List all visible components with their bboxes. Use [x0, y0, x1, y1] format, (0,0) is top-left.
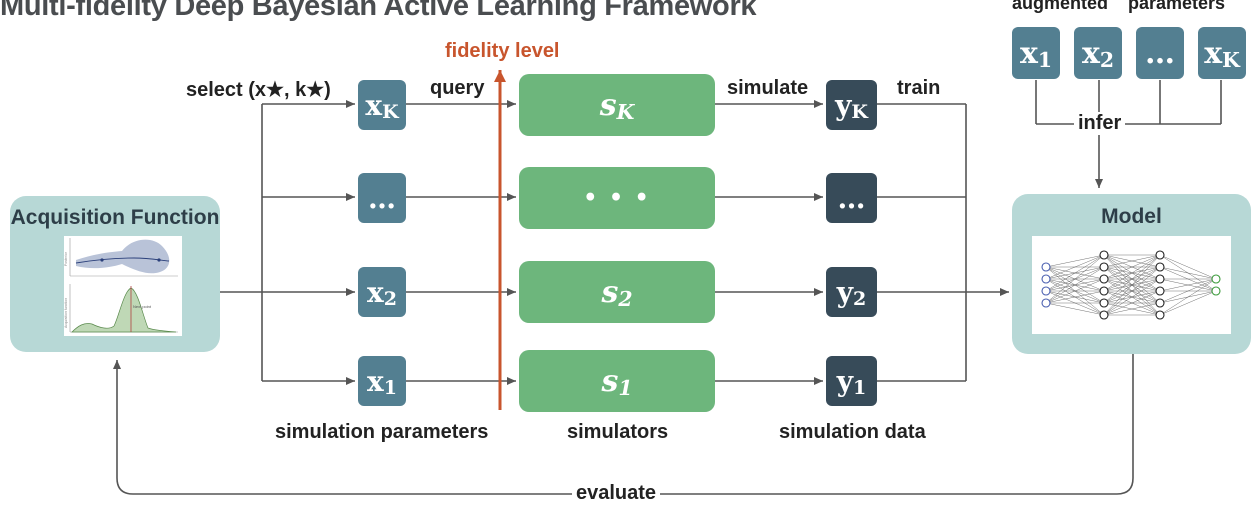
model-panel: Model: [1012, 194, 1251, 354]
network-node: [1099, 250, 1109, 260]
network-node: [1099, 298, 1109, 308]
simulator-box-2-base: s: [601, 274, 619, 310]
train-label: train: [897, 77, 941, 99]
network-node: [1041, 274, 1051, 284]
network-node: [1155, 298, 1165, 308]
next-point-label: Next point: [133, 304, 152, 309]
augmented-param-box-ellipsis: …: [1136, 27, 1184, 79]
data-box-1-sub: 1: [853, 376, 867, 399]
param-box-k-base: x: [365, 88, 383, 122]
augmented-param-box-k-base: x: [1204, 35, 1223, 71]
augmented-param-box-k-sub: K: [1222, 48, 1240, 73]
network-node: [1155, 310, 1165, 320]
infer-label: infer: [1074, 112, 1126, 135]
neural-network-diagram: [1032, 236, 1231, 334]
augmented-param-box-1-sub: 1: [1037, 48, 1053, 73]
network-node: [1155, 274, 1165, 284]
data-box-k-base: y: [835, 88, 852, 122]
augmented-param-box-1-base: x: [1019, 35, 1038, 71]
param-box-1-sub: 1: [383, 376, 397, 399]
augmented-label: augmented: [1012, 0, 1109, 13]
data-box-2-sub: 2: [853, 287, 867, 310]
observation-point: [157, 258, 161, 262]
evaluate-label: evaluate: [572, 482, 661, 505]
data-box-2-base: y: [836, 275, 854, 309]
network-node: [1155, 262, 1165, 272]
parameters-label: parameters: [1128, 0, 1226, 13]
network-node: [1099, 286, 1109, 296]
simulate-label: simulate: [727, 77, 809, 99]
augmented-param-box-ellipsis-base: …: [1145, 35, 1175, 71]
acquisition-axis-label: Acquisition function: [64, 298, 68, 328]
data-box-ellipsis: …: [826, 173, 877, 223]
acquisition-function-title: Acquisition Function: [10, 206, 220, 229]
diagram-title: Multi-fidelity Deep Bayesian Active Lear…: [0, 0, 757, 22]
posterior-axis-label: Posterior: [64, 251, 68, 266]
network-node: [1155, 250, 1165, 260]
param-box-ellipsis: …: [358, 173, 406, 223]
network-node: [1099, 274, 1109, 284]
simulation-parameters-label: simulation parameters: [275, 421, 489, 443]
param-box-2-sub: 2: [383, 287, 397, 310]
network-node: [1041, 298, 1051, 308]
simulator-box-1-base: s: [601, 363, 619, 399]
model-title: Model: [1101, 205, 1162, 228]
network-node: [1041, 262, 1051, 272]
simulation-data-label: simulation data: [779, 421, 926, 443]
acquisition-function-panel: Acquisition Function Posterior Next poin…: [10, 196, 220, 352]
fidelity-level-label: fidelity level: [445, 40, 560, 62]
param-box-ellipsis-base: …: [368, 181, 396, 215]
network-node: [1211, 274, 1221, 284]
simulator-box-ellipsis: • • •: [519, 167, 715, 229]
augmented-param-box-2-sub: 2: [1099, 48, 1115, 73]
simulator-box-2-sub: 2: [618, 287, 633, 312]
select-label: select (x★, k★): [186, 79, 331, 101]
network-node: [1211, 286, 1221, 296]
augmented-param-box-2-base: x: [1081, 35, 1100, 71]
acquisition-plot: Posterior Next point Acquisition functio…: [64, 236, 182, 336]
simulator-box-k-base: s: [599, 87, 617, 123]
data-box-ellipsis-base: …: [837, 181, 866, 215]
network-node: [1155, 286, 1165, 296]
network-node: [1099, 310, 1109, 320]
param-box-k-sub: K: [382, 100, 399, 123]
simulator-box-ellipsis-base: • • •: [583, 185, 651, 211]
simulators-label: simulators: [567, 421, 669, 443]
network-node: [1041, 286, 1051, 296]
simulator-box-k-sub: K: [616, 100, 635, 125]
data-box-k-sub: K: [851, 100, 868, 123]
network-node: [1099, 262, 1109, 272]
param-box-2-base: x: [367, 275, 384, 309]
query-label: query: [430, 77, 485, 99]
param-box-1-base: x: [367, 364, 384, 398]
simulator-box-1-sub: 1: [618, 376, 633, 401]
data-box-1-base: y: [836, 364, 854, 398]
observation-point: [100, 258, 104, 262]
